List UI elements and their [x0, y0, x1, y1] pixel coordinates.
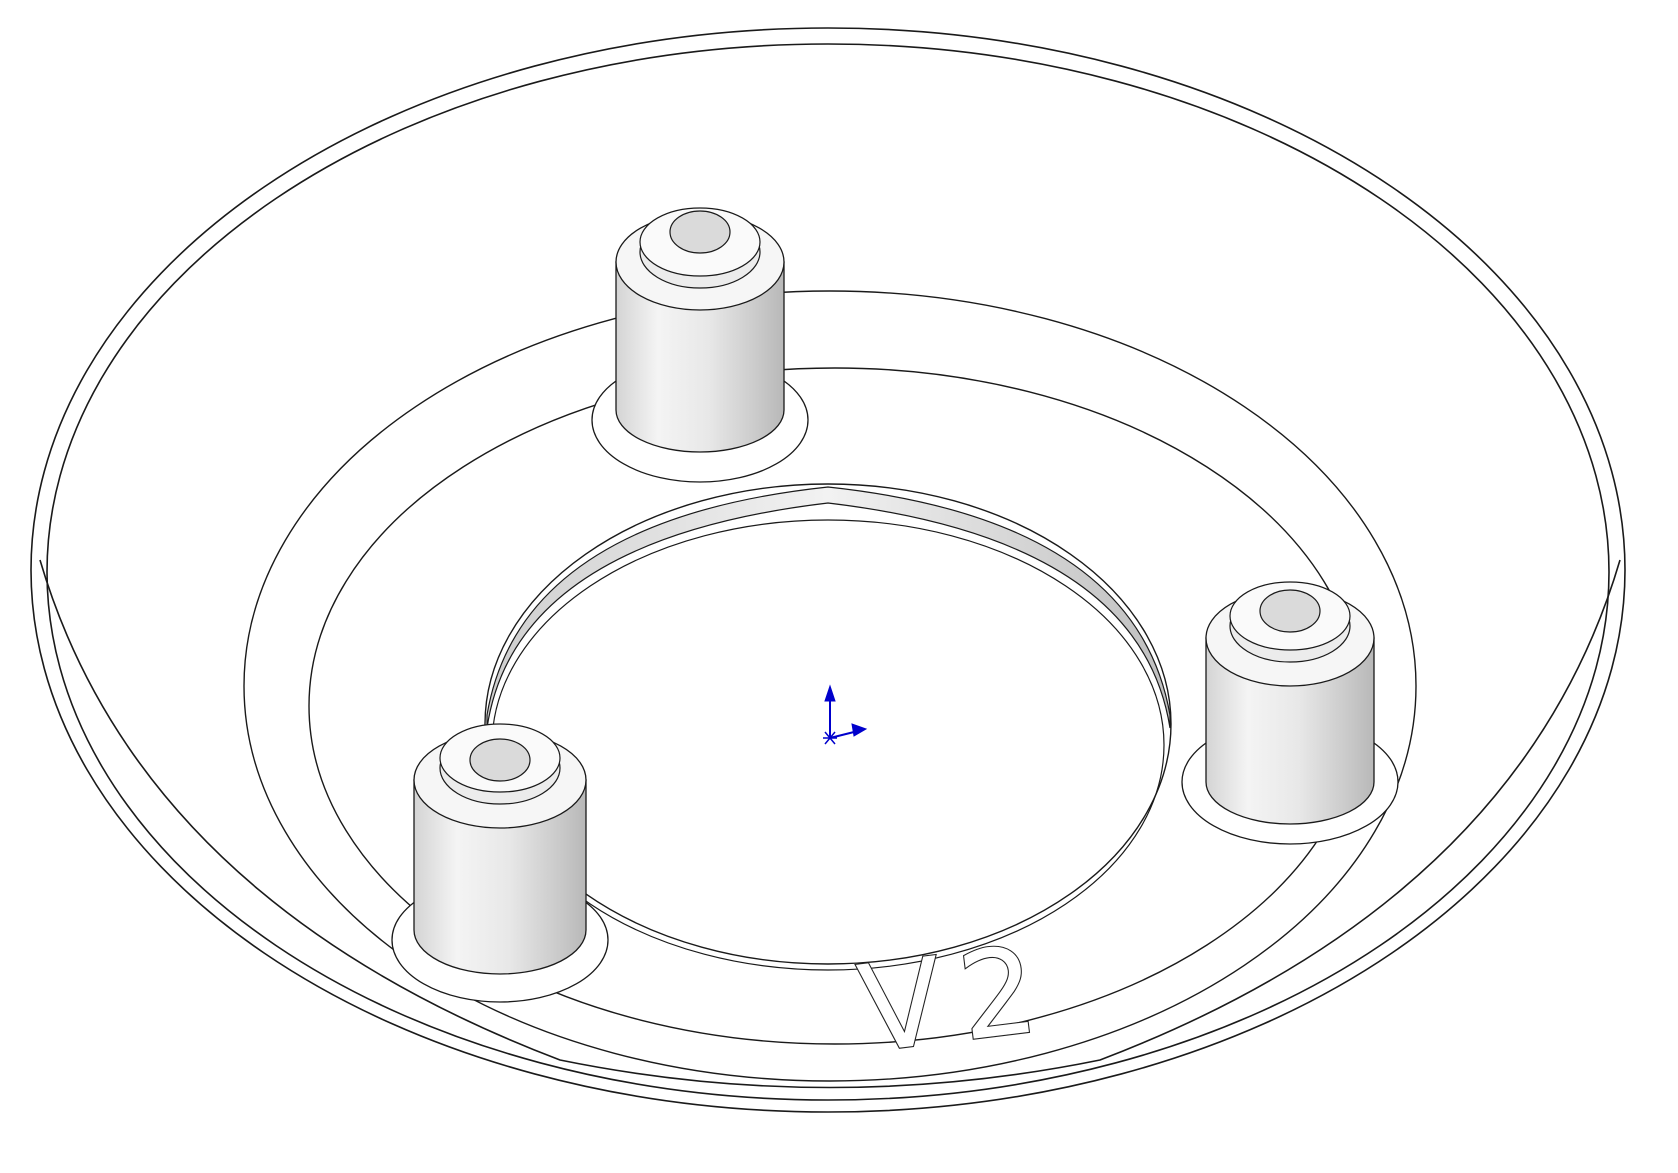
mounting-boss[interactable] [1181, 581, 1399, 845]
mounting-boss[interactable] [591, 207, 809, 483]
origin-triad-icon [823, 684, 868, 745]
engraved-label: V2 [852, 919, 1062, 1081]
mounting-boss[interactable] [391, 723, 609, 1003]
